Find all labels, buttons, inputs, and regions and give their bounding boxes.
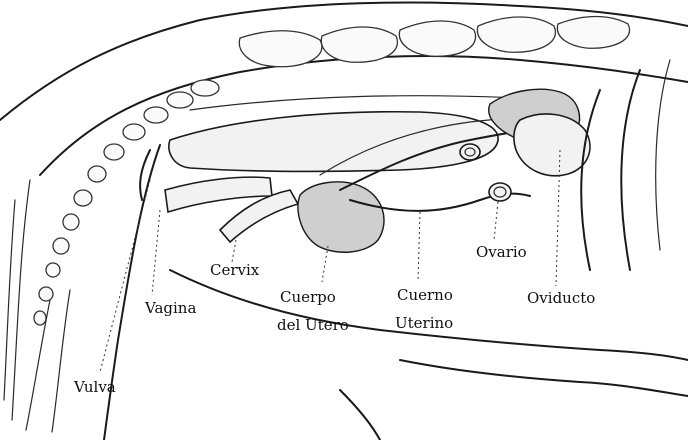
rib-2 <box>621 70 640 270</box>
ovary-lower <box>489 183 511 201</box>
leg-line <box>340 390 380 440</box>
rib-1 <box>581 90 600 270</box>
ovary-upper <box>460 144 480 160</box>
label-oviducto: Oviducto <box>527 289 595 307</box>
label-cervix: Cervix <box>210 261 260 279</box>
rib-3 <box>656 60 670 250</box>
label-vagina: Vagina <box>144 299 196 317</box>
label-ovario: Ovario <box>476 243 527 261</box>
label-cuerno-line1: Cuerno <box>397 286 453 304</box>
rectum <box>169 112 498 172</box>
label-cuerpo-line2: del Utero <box>277 316 349 334</box>
label-cuerno-line2: Uterino <box>395 314 453 332</box>
vertebrae <box>239 17 629 67</box>
label-cuerpo-line1: Cuerpo <box>280 288 336 306</box>
tail-hair <box>4 180 70 432</box>
belly-lower <box>400 360 688 396</box>
uterus-body <box>298 182 384 252</box>
ovary-support <box>514 114 590 176</box>
label-vulva: Vulva <box>73 378 116 396</box>
